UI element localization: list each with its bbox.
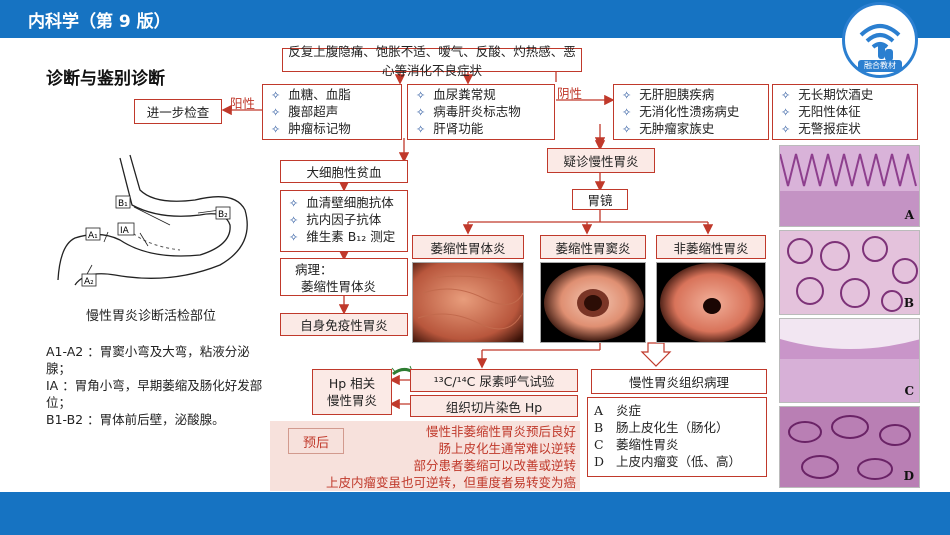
histopathology-title-box: 慢性胃炎组织病理 [591, 369, 767, 394]
wifi-hand-icon [859, 24, 901, 61]
histology-letter: B [903, 296, 914, 310]
page-title: 内科学（第 9 版） [28, 12, 171, 32]
prognosis-text: 慢性非萎缩性胃炎预后良好 肠上皮化生通常难以逆转 部分患者萎缩可以改善或逆转 上… [290, 423, 576, 491]
further-exam-box: 进一步检查 [134, 99, 222, 124]
histology-image-b: B [779, 230, 920, 315]
history-item: 无警报症状 [781, 121, 917, 138]
antibody-item: 维生素 B₁₂ 测定 [289, 229, 407, 246]
symptoms-box: 反复上腹隐痛、饱胀不适、嗳气、反酸、灼热感、恶心等消化不良症状 [282, 44, 582, 78]
lab-tests-mid: 血尿粪常规 病毒肝炎标志物 肝肾功能 [407, 84, 555, 140]
stomach-diagram: B₁ B₂ IA A₁ A₂ [20, 150, 260, 295]
hp-related-line: 慢性胃炎 [326, 393, 377, 408]
prognosis-line: 部分患者萎缩可以改善或逆转 [413, 458, 576, 473]
type-non-atrophic: 非萎缩性胃炎 [656, 235, 766, 259]
label-b2: B₂ [218, 210, 228, 220]
antibody-item: 血清壁细胞抗体 [289, 195, 407, 212]
type-atrophic-antrum: 萎缩性胃窦炎 [540, 235, 646, 259]
tissue-stain-box: 组织切片染色 Hp [410, 395, 578, 417]
histology-letter: D [903, 469, 914, 483]
negative-tag: 阴性 [557, 86, 583, 101]
histology-image-c: C [779, 318, 920, 403]
logo-text: 融合教材 [858, 60, 902, 72]
label-b1: B₁ [118, 199, 128, 209]
note-line: B1-B2 ：胃体前后壁，泌酸腺。 [46, 412, 225, 427]
prognosis-label: 预后 [288, 428, 344, 454]
endoscopy-image [413, 263, 523, 342]
diagram-caption: 慢性胃炎诊断活检部位 [86, 309, 217, 324]
endoscopy-photo-body [412, 262, 524, 343]
prognosis-line: 上皮内瘤变虽也可逆转，但重度者易转变为癌 [325, 475, 576, 490]
history-item: 无消化性溃疡病史 [622, 104, 768, 121]
histology-letter: A [904, 208, 914, 222]
section-title: 诊断与鉴别诊断 [46, 69, 165, 89]
gastroscopy-box: 胃镜 [572, 189, 628, 210]
endoscopy-photo-antrum [540, 262, 646, 343]
antibody-box: 血清壁细胞抗体 抗内因子抗体 维生素 B₁₂ 测定 [280, 190, 408, 252]
header-bar: 内科学（第 9 版） [0, 0, 950, 38]
pathology-label: 病理： [295, 262, 333, 277]
label-a2: A₂ [84, 277, 94, 287]
history-box-b: 无长期饮酒史 无阳性体征 无警报症状 [772, 84, 918, 140]
endoscopy-image [544, 265, 644, 341]
pathology-box: 病理： 萎缩性胃体炎 [280, 258, 408, 296]
label-a1: A₁ [88, 231, 98, 241]
footer-bar [0, 492, 950, 535]
positive-tag-left: 阳性 [230, 96, 256, 111]
lab-tests-left: 血糖、血脂 腹部超声 肿瘤标记物 [262, 84, 402, 140]
suspect-box: 疑诊慢性胃炎 [547, 148, 655, 173]
history-item: 无肝胆胰疾病 [622, 87, 768, 104]
logo [842, 2, 918, 78]
histology-image-d: D [779, 406, 920, 488]
note-line: IA ：胃角小弯，早期萎缩及肠化好发部位； [46, 378, 263, 410]
hp-related-box: Hp 相关 慢性胃炎 [312, 369, 392, 415]
history-item: 无肿瘤家族史 [622, 121, 768, 138]
lab-item: 血糖、血脂 [271, 87, 401, 104]
histology-letter: C [904, 384, 914, 398]
endoscopy-photo-non-atrophic [656, 262, 766, 343]
prognosis-line: 肠上皮化生通常难以逆转 [438, 441, 576, 456]
lab-item: 血尿粪常规 [416, 87, 554, 104]
type-atrophic-body: 萎缩性胃体炎 [412, 235, 524, 259]
history-item: 无长期饮酒史 [781, 87, 917, 104]
lab-item: 腹部超声 [271, 104, 401, 121]
diagram-notes: A1-A2 ：胃窦小弯及大弯，粘液分泌腺； IA ：胃角小弯，早期萎缩及肠化好发… [46, 343, 268, 428]
label-ia: IA [120, 226, 130, 236]
pathology-value: 萎缩性胃体炎 [301, 279, 377, 294]
endoscopy-image [660, 263, 764, 342]
lab-item: 肿瘤标记物 [271, 121, 401, 138]
lab-item: 病毒肝炎标志物 [416, 104, 554, 121]
note-line: A1-A2 ：胃窦小弯及大弯，粘液分泌腺； [46, 344, 250, 376]
autoimmune-box: 自身免疫性胃炎 [280, 313, 408, 336]
history-box-a: 无肝胆胰疾病 无消化性溃疡病史 无肿瘤家族史 [613, 84, 769, 140]
anemia-box: 大细胞性贫血 [280, 160, 408, 183]
hp-related-line: Hp 相关 [328, 376, 376, 391]
prognosis-line: 慢性非萎缩性胃炎预后良好 [425, 424, 576, 439]
breath-test-box: ¹³C/¹⁴C 尿素呼气试验 [410, 369, 578, 392]
histology-image-a: A [779, 145, 920, 227]
antibody-item: 抗内因子抗体 [289, 212, 407, 229]
history-item: 无阳性体征 [781, 104, 917, 121]
lab-item: 肝肾功能 [416, 121, 554, 138]
